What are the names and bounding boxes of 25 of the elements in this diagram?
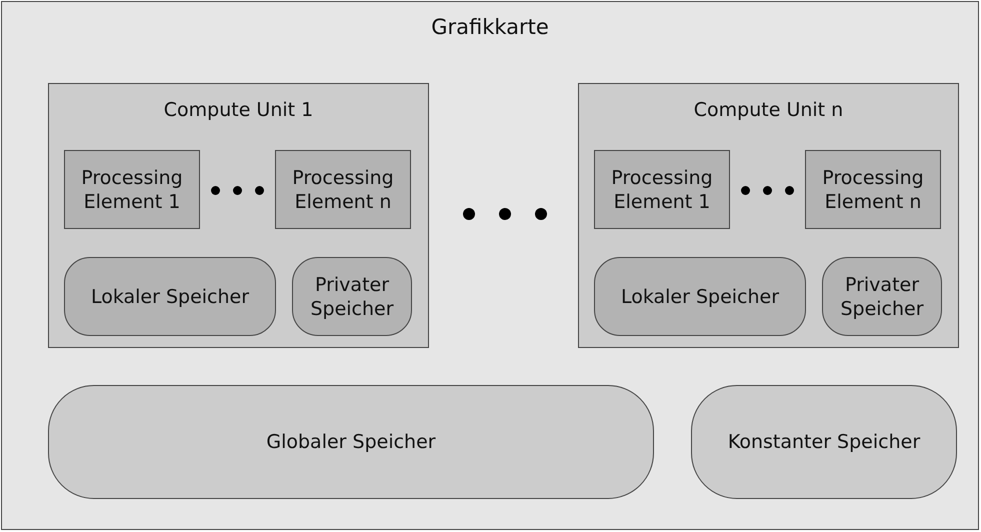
processing-element-box	[64, 150, 200, 229]
compute-unit-box	[578, 83, 959, 348]
memory-label: Konstanter Speicher	[728, 430, 920, 454]
memory-block	[691, 385, 957, 499]
memory-block	[594, 257, 806, 336]
memory-label: Globaler Speicher	[266, 430, 436, 454]
element-label: Processing Element 1	[610, 166, 714, 214]
memory-block	[48, 385, 654, 499]
unit-title: Compute Unit n	[694, 99, 844, 121]
element-label: Processing Element n	[291, 166, 395, 214]
memory-block	[822, 257, 942, 336]
memory-label: Privater Speicher	[309, 272, 395, 320]
processing-element-box	[594, 150, 730, 229]
memory-block	[64, 257, 276, 336]
element-label: Processing Element n	[821, 166, 925, 214]
memory-label: Lokaler Speicher	[90, 284, 250, 308]
element-label: Processing Element 1	[80, 166, 184, 214]
card-title: Grafikkarte	[431, 15, 549, 39]
processing-element-box	[805, 150, 941, 229]
processing-element-box	[275, 150, 411, 229]
memory-label: Lokaler Speicher	[620, 284, 780, 308]
memory-block	[292, 257, 412, 336]
unit-title: Compute Unit 1	[164, 99, 314, 121]
compute-unit-box	[48, 83, 429, 348]
memory-label: Privater Speicher	[839, 272, 925, 320]
